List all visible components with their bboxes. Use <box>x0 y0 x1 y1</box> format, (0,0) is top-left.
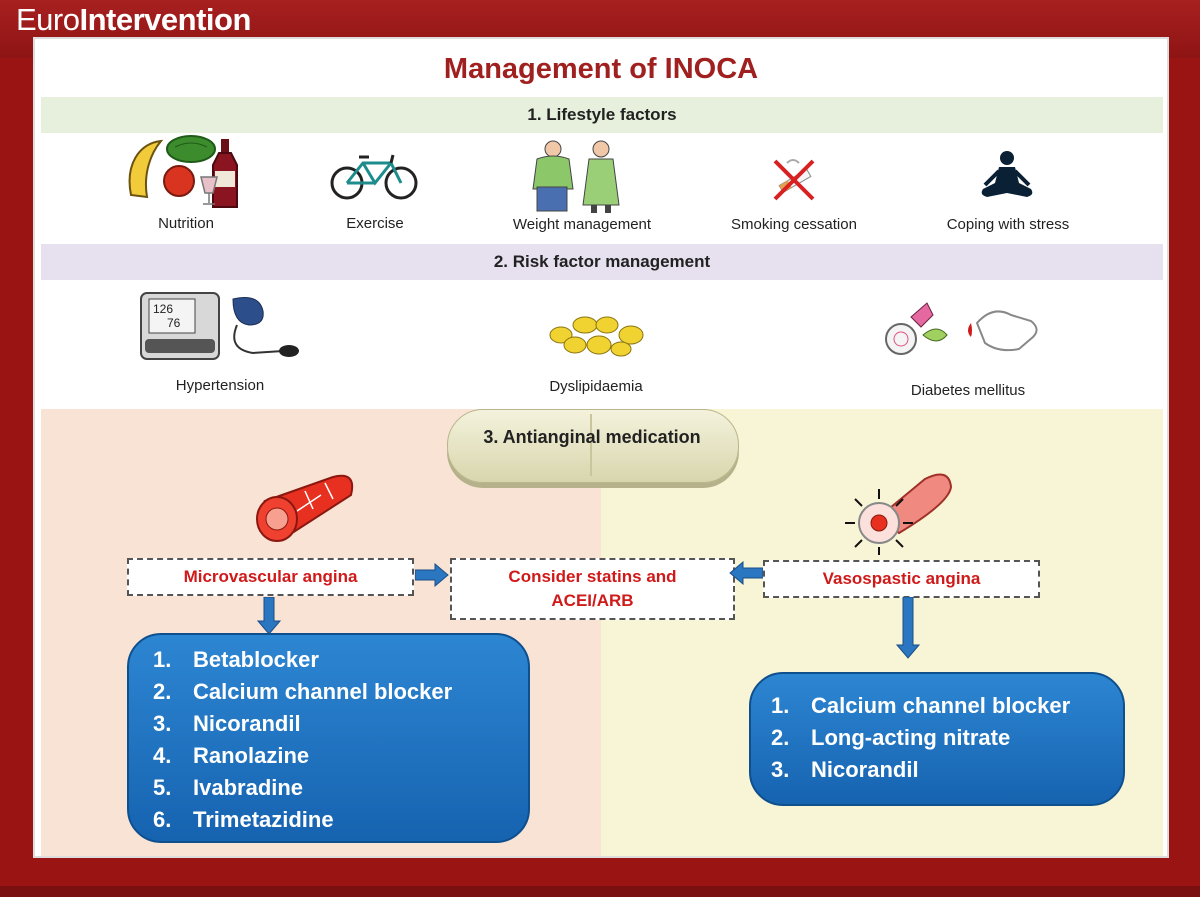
monitor-reading-2: 76 <box>167 316 181 330</box>
coping-stress-label: Coping with stress <box>946 216 1070 233</box>
lipid-droplets-icon <box>549 316 644 357</box>
logo-part-2: Intervention <box>79 2 251 37</box>
left-arrow-icon <box>729 561 763 585</box>
list-item: 5.Ivabradine <box>153 775 304 800</box>
nutrition-icon <box>128 135 238 208</box>
list-item: 2.Calcium channel blocker <box>153 679 453 704</box>
statins-line-2: ACEI/ARB <box>551 591 634 610</box>
slide-title: Management of INOCA <box>443 53 759 85</box>
antianginal-heading: 3. Antianginal medication <box>483 427 701 447</box>
monitor-reading-1: 126 <box>153 302 173 316</box>
vasospasm-icon <box>845 473 953 555</box>
bottom-bar <box>0 886 1200 897</box>
risk-factor-heading: 2. Risk factor management <box>41 244 1163 280</box>
right-arrow-icon <box>415 563 449 587</box>
hypertension-label: Hypertension <box>175 377 265 394</box>
down-arrow-vaso-icon <box>896 597 920 659</box>
dyslipidaemia-label: Dyslipidaemia <box>549 378 643 395</box>
logo-part-1: Euro <box>16 2 80 37</box>
list-item: 2.Long-acting nitrate <box>771 725 1011 750</box>
microvascular-angina-box: Microvascular angina <box>127 558 414 596</box>
list-item: 3.Nicorandil <box>771 757 919 782</box>
list-item: 1.Calcium channel blocker <box>771 693 1071 718</box>
bicycle-icon <box>330 154 418 200</box>
list-item: 6.Trimetazidine <box>153 807 334 832</box>
eurointervention-logo: EuroIntervention <box>16 2 251 38</box>
weight-management-label: Weight management <box>512 216 652 233</box>
down-arrow-micro-icon <box>257 597 281 635</box>
diabetes-label: Diabetes mellitus <box>910 382 1026 399</box>
nutrition-label: Nutrition <box>158 215 214 232</box>
smoking-cessation-label: Smoking cessation <box>731 216 857 233</box>
statins-box: Consider statins and ACEI/ARB <box>450 558 735 620</box>
weight-icon <box>532 140 620 213</box>
exercise-label: Exercise <box>346 215 404 232</box>
microvascular-treatment-list: 1.Betablocker 2.Calcium channel blocker … <box>127 633 530 843</box>
list-item: 3.Nicorandil <box>153 711 301 736</box>
pill-graphic <box>447 409 739 483</box>
pill-score-line <box>590 414 592 476</box>
meditation-icon <box>981 151 1033 197</box>
statins-line-1: Consider statins and <box>508 567 677 586</box>
list-item: 4.Ranolazine <box>153 743 310 768</box>
list-item: 1.Betablocker <box>153 647 319 672</box>
blood-pressure-monitor-icon: 126 76 <box>140 292 299 360</box>
microvessel-icon <box>256 474 354 542</box>
blood-glucose-icon <box>885 302 1038 355</box>
no-smoking-icon <box>773 159 815 201</box>
vasospastic-angina-box: Vasospastic angina <box>763 560 1040 598</box>
figure-slide: Management of INOCA 1. Lifestyle factors… <box>33 37 1169 858</box>
vasospastic-treatment-list: 1.Calcium channel blocker 2.Long-acting … <box>749 672 1125 806</box>
lifestyle-heading: 1. Lifestyle factors <box>41 97 1163 133</box>
